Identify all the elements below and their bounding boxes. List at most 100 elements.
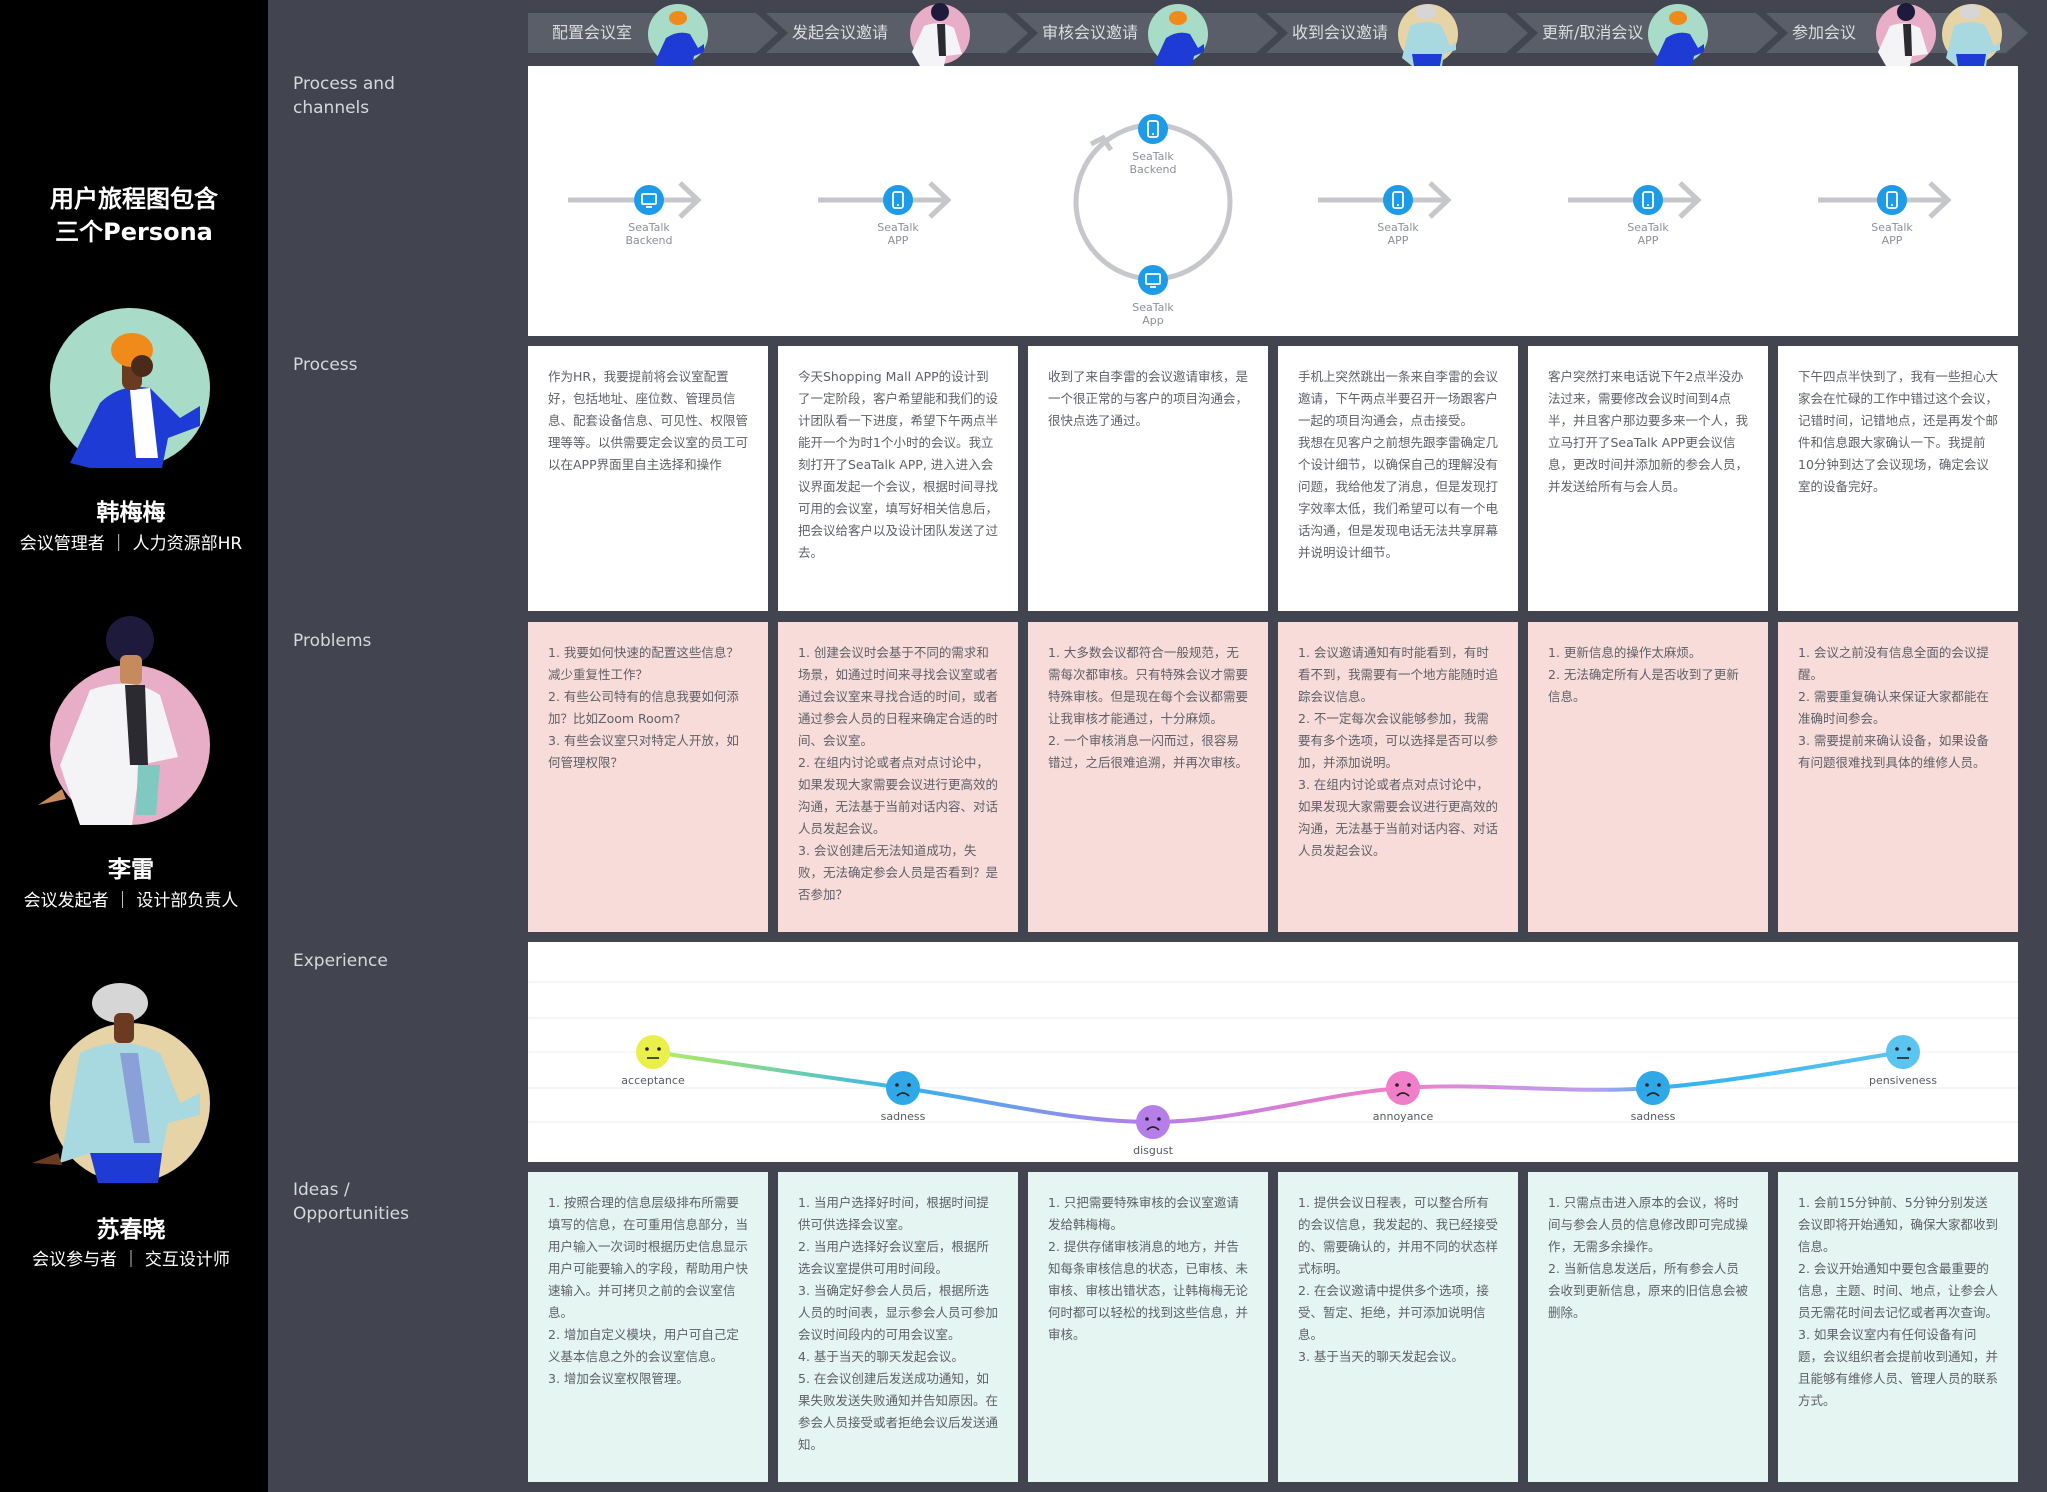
idea-card-5: 1. 只需点击进入原本的会议，将时间与参会人员的信息修改即可完成操作，无需多余操… [1528,1172,1768,1482]
persona-3-illustration [32,983,210,1183]
avatar-persona-3 [32,983,210,1183]
channels-panel: SeaTalk Backend SeaTalk APP [528,66,2018,336]
persona-2-illustration [38,616,210,825]
channel-6-label-line1: SeaTalk [1871,221,1913,234]
problem-card-1: 1. 我要如何快速的配置这些信息？减少重复性工作？ 2. 有些公司特有的信息我要… [528,622,768,932]
stage-6-label: 参加会议 [1792,23,1857,42]
row-label-problems: Problems [293,631,372,651]
row-label-ideas: Ideas / Opportunities [293,1178,409,1226]
idea-card-3: 1. 只把需要特殊审核的会议室邀请发给韩梅梅。 2. 提供存储审核消息的地方，并… [1028,1172,1268,1482]
persona-1-role: 会议管理者 ｜ 人力资源部HR [19,534,243,554]
channel-1-flow: SeaTalk Backend [568,181,702,247]
persona-1-illustration [50,308,210,468]
row-label-ideas-line2: Opportunities [293,1204,409,1224]
channel-2-label-line2: APP [888,234,909,247]
row-label-process: Process [293,355,358,375]
stage-2-header: 发起会议邀请 [766,13,1028,53]
annoyance-face-icon [1386,1071,1420,1105]
channel-3-top-label-line2: Backend [1129,163,1176,176]
stage-2-figure-designer [910,3,970,66]
channel-5-icon [1633,185,1663,215]
channel-3-bottom-label-line2: App [1142,314,1164,327]
acceptance-face-icon [636,1035,670,1069]
experience-points: acceptance sadness disgust annoyance sadness… [621,1035,1937,1157]
problem-card-4: 1. 会议邀请通知有时能看到，有时看不到，我需要有一个地方能随时追踪会议信息。 … [1278,622,1518,932]
idea-card-4: 1. 提供会议日程表，可以整合所有的会议信息，我发起的、我已经接受的、需要确认的… [1278,1172,1518,1482]
emotion-point-acceptance: acceptance [621,1035,685,1087]
problem-card-5: 1. 更新信息的操作太麻烦。 2. 无法确定所有人是否收到了更新信息。 [1528,622,1768,932]
emotion-label: disgust [1133,1144,1173,1157]
experience-panel: acceptance sadness disgust annoyance sadness… [528,942,2018,1162]
persona-panel: 用户旅程图包含 三个Persona 韩梅梅 会议管理者 ｜ 人力资源部HR [0,0,268,1492]
channel-6-icon [1877,185,1907,215]
emotion-point-sadness: sadness [1631,1071,1676,1123]
idea-card-2: 1. 当用户选择好时间，根据时间提供可供选择会议室。 2. 当用户选择好会议室后… [778,1172,1018,1482]
channel-4-flow: SeaTalk APP [1318,181,1452,247]
emotion-point-disgust: disgust [1133,1105,1174,1157]
row-label-channels: Process and channels [293,72,395,120]
stage-1-label: 配置会议室 [552,23,633,42]
persona-3-role: 会议参与者 ｜ 交互设计师 [32,1250,230,1270]
channel-5-flow: SeaTalk APP [1568,181,1702,247]
channel-5-label-line1: SeaTalk [1627,221,1669,234]
stage-5-label: 更新/取消会议 [1542,23,1644,42]
stage-3-label: 审核会议邀请 [1042,23,1139,42]
process-card-6: 下午四点半快到了，我有一些担心大家会在忙碌的工作中错过这个会议，记错时间，记错地… [1778,346,2018,611]
channel-3-top-icon [1138,114,1168,144]
experience-gridlines [528,981,2018,1123]
channel-1-label-line1: SeaTalk [628,221,670,234]
emotion-point-pensiveness: pensiveness [1869,1035,1937,1087]
emotion-label: annoyance [1373,1110,1434,1123]
stage-3-figure-hr [1148,4,1208,66]
channel-3-cycle: SeaTalk Backend SeaTalk App [1073,114,1233,327]
pensiveness-face-icon [1886,1035,1920,1069]
process-card-5: 客户突然打来电话说下午2点半没办法过来，需要修改会议时间到4点半，并且客户那边要… [1528,346,1768,611]
disgust-face-icon [1136,1105,1170,1139]
experience-curve [652,1050,1904,1125]
emotion-label: sadness [881,1110,926,1123]
persona-1-name: 韩梅梅 [96,500,166,526]
emotion-label: acceptance [621,1074,685,1087]
emotion-point-annoyance: annoyance [1373,1071,1434,1123]
channel-4-label-line1: SeaTalk [1377,221,1419,234]
sadness-face-icon [1636,1071,1670,1105]
row-label-experience: Experience [293,951,388,971]
channel-2-icon [883,185,913,215]
stage-1-figure-hr [648,4,708,66]
idea-card-1: 1. 按照合理的信息层级排布所需要填写的信息，在可重用信息部分，当用户输入一次词… [528,1172,768,1482]
channel-4-label-line2: APP [1388,234,1409,247]
channel-3-bottom-label-line1: SeaTalk [1132,301,1174,314]
persona-2-role: 会议发起者 ｜ 设计部负责人 [23,891,239,911]
journey-board: 配置会议室 发起会议邀请 审核会议邀请 收到会议邀请 更新/取消会议 参加会议 [268,0,2047,1492]
problem-card-2: 1. 创建会议时会基于不同的需求和场景，如通过时间来寻找会议室或者通过会议室来寻… [778,622,1018,932]
channel-2-flow: SeaTalk APP [818,181,952,247]
idea-card-6: 1. 会前15分钟前、5分钟分别发送会议即将开始通知，确保大家都收到信息。 2.… [1778,1172,2018,1482]
experience-curve-chart: acceptance sadness disgust annoyance sadness… [528,981,2018,1157]
stage-4-figure-ux [1398,4,1458,66]
row-label-ideas-line1: Ideas / [293,1180,350,1200]
stage-4-header: 收到会议邀请 [1266,13,1528,53]
row-label-channels-line1: Process and [293,74,395,94]
avatar-persona-2 [38,616,210,825]
process-card-2: 今天Shopping Mall APP的设计到了一定阶段，客户希望能和我们的设计… [778,346,1018,611]
persona-panel-title: 用户旅程图包含 [50,185,218,213]
channel-6-flow: SeaTalk APP [1818,181,1952,247]
channel-6-label-line2: APP [1882,234,1903,247]
stage-5-header: 更新/取消会议 [1516,13,1778,53]
row-label-channels-line2: channels [293,98,370,118]
persona-2-name: 李雷 [108,857,154,883]
sadness-face-icon [886,1071,920,1105]
avatar-persona-1 [50,308,210,468]
persona-panel-subtitle: 三个Persona [55,218,213,246]
stage-6-figure-ux [1942,4,2002,66]
problem-card-6: 1. 会议之前没有信息全面的会议提醒。 2. 需要重复确认来保证大家都能在准确时… [1778,622,2018,932]
persona-3-name: 苏春晓 [96,1217,166,1243]
emotion-point-sadness: sadness [881,1071,926,1123]
stage-5-figure-hr [1648,4,1708,66]
stage-4-label: 收到会议邀请 [1292,23,1389,42]
stage-3-header: 审核会议邀请 [1016,13,1278,53]
channel-1-label-line2: Backend [625,234,672,247]
channel-1-icon [634,185,664,215]
stage-6-figure-designer [1876,3,1936,66]
channels-diagram: SeaTalk Backend SeaTalk APP [568,114,1952,327]
